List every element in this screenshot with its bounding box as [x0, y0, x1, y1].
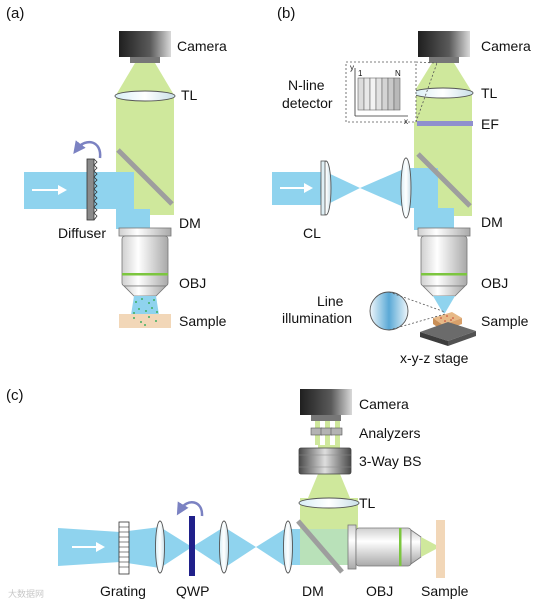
panel-b-tl-label: TL [481, 85, 498, 101]
panel-b-cl-label: CL [303, 225, 321, 241]
panel-a-emission-cone [116, 63, 174, 95]
panel-c-obj-label: OBJ [366, 583, 393, 599]
panel-a-rotation-arrow-icon [73, 140, 102, 159]
panel-b-camera-label: Camera [481, 38, 531, 54]
panel-c-quarter-wave-plate [189, 516, 195, 576]
panel-b-dm-label: DM [481, 214, 503, 230]
panel-c: (c) [6, 387, 469, 599]
panel-c-bs-label: 3-Way BS [359, 453, 422, 469]
panel-a-sample [119, 314, 171, 328]
panel-b-inset-x-axis: x [404, 117, 408, 126]
panel-a-speckle-illumination [131, 296, 159, 315]
panel-b-line-focus [433, 296, 455, 313]
panel-c-emission-cone [308, 474, 350, 498]
panel-a-sample-label: Sample [179, 313, 227, 329]
panel-c-grating-label: Grating [100, 583, 146, 599]
panel-c-input-arrow [72, 542, 105, 552]
panel-c-analyzers-label: Analyzers [359, 425, 420, 441]
panel-c-sample [436, 520, 445, 578]
panel-c-tag: (c) [6, 387, 24, 404]
panel-c-dm-label: DM [302, 583, 324, 599]
panel-b-sample-label: Sample [481, 313, 529, 329]
panel-c-excitation-cross1 [160, 527, 192, 568]
panel-a-excitation-down [116, 209, 150, 229]
panel-b-illum-label-line2: illumination [282, 310, 352, 326]
panel-b-relay-lens [400, 157, 412, 219]
panel-c-lens-3 [283, 520, 293, 574]
panel-b-illum-label-line1: Line [317, 293, 344, 309]
panel-a-sample-dots [133, 316, 157, 326]
panel-b-excitation-expand [360, 168, 406, 208]
panel-c-tl-label: TL [359, 495, 376, 511]
panel-b-objective [417, 227, 471, 297]
panel-b-dichroic-mirror [416, 152, 472, 208]
panel-c-lens-1 [155, 520, 165, 574]
panel-c-tube-lens [298, 497, 360, 509]
panel-b-detector-label-line1: N-line [288, 77, 325, 93]
panel-b-detector-lines [357, 77, 401, 111]
panel-a-diffuser-label: Diffuser [58, 225, 106, 241]
panel-b-excitation-focus [326, 172, 360, 205]
panel-b-inset-y-axis: y [350, 63, 354, 72]
panel-a-diffuser [86, 158, 98, 221]
panel-c-three-way-beamsplitter [298, 447, 352, 475]
panel-c-excitation-cross4 [256, 527, 288, 568]
panel-b-line-illumination-zoom [369, 291, 446, 331]
panel-b-inset-last: N [395, 69, 401, 78]
panel-b-detector-inset: y x 1 N [345, 61, 438, 126]
panel-b-tube-lens [412, 87, 474, 99]
panel-a: (a) [6, 5, 227, 329]
panel-a-tube-lens [114, 90, 176, 102]
panel-b-xyz-stage [420, 322, 476, 346]
panel-b-obj-label: OBJ [481, 275, 508, 291]
panel-a-tag: (a) [6, 5, 24, 22]
panel-a-tl-label: TL [181, 87, 198, 103]
panel-b-camera-icon [418, 31, 470, 63]
panel-c-sample-label: Sample [421, 583, 469, 599]
panel-b-tag: (b) [277, 5, 295, 22]
panel-c-camera-label: Camera [359, 396, 409, 412]
panel-c-excitation-seg1 [120, 527, 160, 568]
panel-a-dichroic-mirror [116, 148, 174, 206]
panel-c-excitation-focus [421, 537, 436, 557]
panel-b-ef-label: EF [481, 116, 499, 132]
panel-c-objective [347, 524, 422, 570]
panel-b-stage-label: x-y-z stage [400, 350, 469, 366]
panel-b-emission-filter [417, 121, 473, 126]
panel-c-excitation-cross3 [224, 527, 256, 568]
panel-a-obj-label: OBJ [179, 275, 206, 291]
panel-a-input-arrow [32, 185, 67, 195]
panel-c-analyzers [310, 421, 343, 445]
panel-b: (b) [272, 5, 531, 366]
panel-c-qwp-label: QWP [176, 583, 209, 599]
panel-c-dichroic-mirror [296, 519, 344, 574]
panel-a-speckle-dots [133, 298, 158, 314]
panel-b-emission-cone [414, 63, 472, 92]
panel-c-excitation-cross2 [192, 527, 224, 568]
panel-c-camera-icon [300, 389, 352, 421]
panel-b-cylindrical-lens-edge [320, 160, 326, 216]
panel-a-camera-icon [119, 31, 171, 63]
panel-c-rotation-arrow-icon [176, 501, 204, 517]
panel-a-objective [118, 227, 172, 297]
panel-c-lens-2 [219, 520, 229, 574]
panel-b-input-arrow [280, 183, 313, 193]
watermark: 大数据网 [8, 588, 44, 599]
panel-b-inset-first: 1 [358, 69, 363, 78]
panel-b-excitation-down [414, 208, 454, 230]
panel-a-dm-label: DM [179, 215, 201, 231]
panel-b-detector-label-line2: detector [282, 95, 333, 111]
panel-c-grating [118, 521, 130, 575]
panel-a-camera-label: Camera [177, 38, 227, 54]
